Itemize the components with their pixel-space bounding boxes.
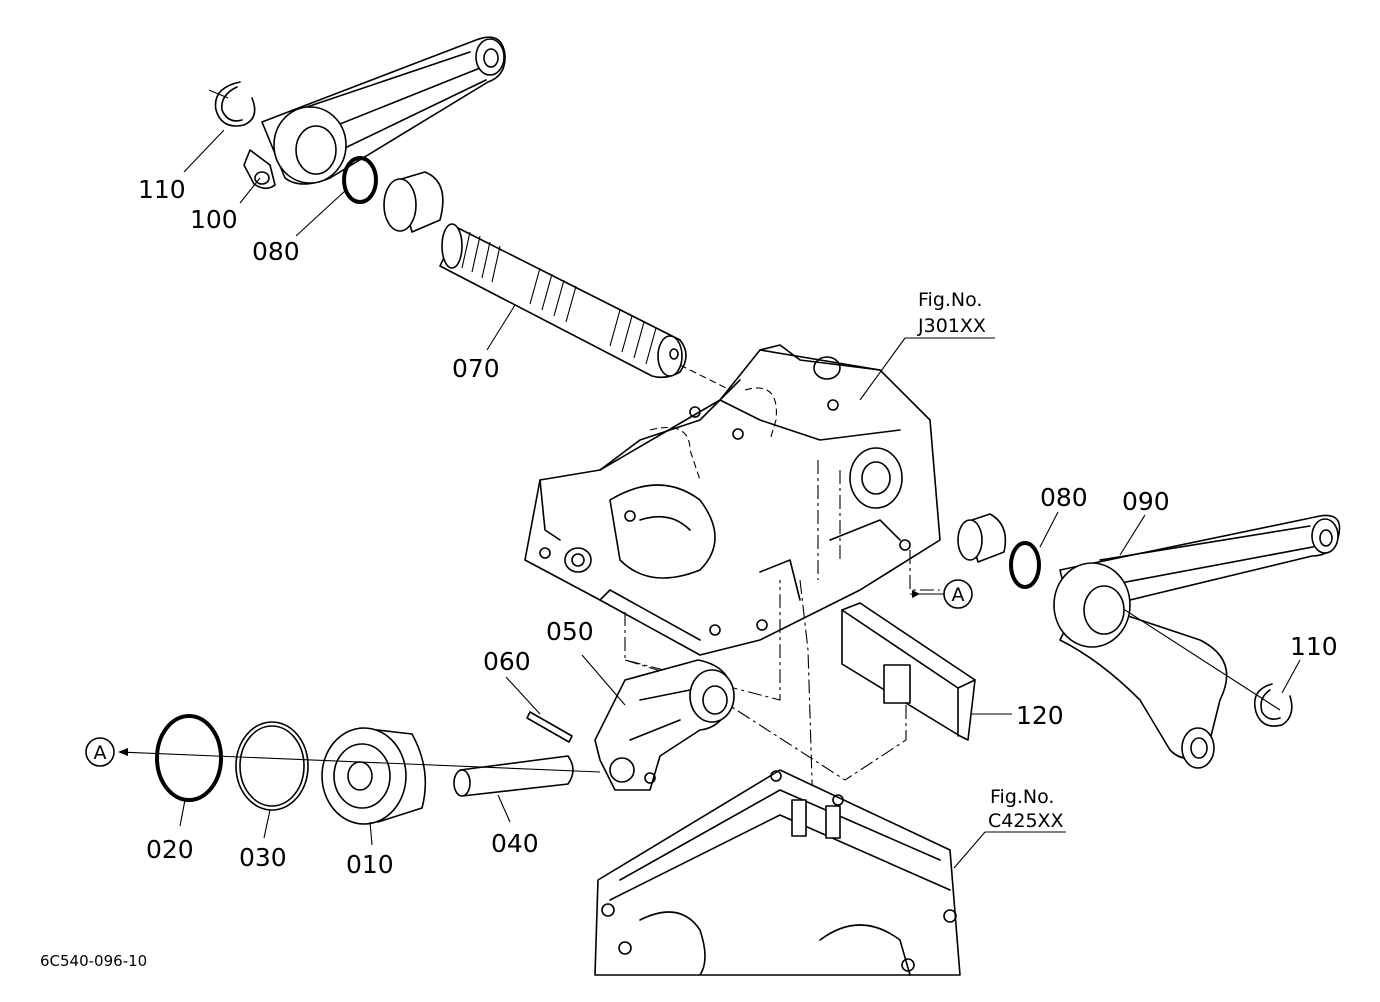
label-050: 050 (546, 617, 594, 646)
upper-fig-code: J301XX (917, 315, 986, 337)
label-100: 100 (190, 205, 238, 234)
label-030: 030 (239, 843, 287, 872)
plate-120 (841, 602, 976, 741)
rod-040 (453, 755, 574, 797)
snap-ring-110-right (1253, 683, 1293, 727)
lever-050 (594, 659, 735, 791)
label-020: 020 (146, 835, 194, 864)
pin-060 (526, 711, 573, 743)
label-040: 040 (491, 829, 539, 858)
bushing-right (957, 513, 1007, 563)
lower-fig-label: Fig.No. (990, 786, 1054, 808)
upper-fig-label: Fig.No. (918, 289, 982, 311)
lift-arm-left (243, 36, 506, 190)
label-110-top: 110 (138, 175, 186, 204)
o-ring-020 (155, 714, 223, 802)
piston-010 (321, 727, 427, 825)
lift-shaft-070 (439, 223, 687, 379)
hydraulic-housing (524, 344, 941, 656)
transmission-case (594, 769, 961, 976)
drawing-code: 6C540-096-10 (40, 952, 147, 970)
label-060: 060 (483, 647, 531, 676)
bushing-top (383, 171, 444, 233)
marker-a-right: A (910, 579, 973, 609)
backup-ring-030 (235, 721, 309, 811)
o-ring-080-top (342, 156, 378, 204)
lift-arm-right-090 (1053, 514, 1341, 769)
label-090: 090 (1122, 487, 1170, 516)
label-070: 070 (452, 354, 500, 383)
o-ring-080-right (1009, 541, 1041, 589)
lower-fig-code: C425XX (988, 810, 1064, 832)
label-080-right: 080 (1040, 483, 1088, 512)
label-110-right: 110 (1290, 632, 1338, 661)
marker-a-left: A (85, 737, 115, 767)
label-120: 120 (1016, 701, 1064, 730)
snap-ring-110-top (214, 81, 256, 127)
label-080-top: 080 (252, 237, 300, 266)
label-010: 010 (346, 850, 394, 879)
marker-a-left-text: A (94, 742, 107, 764)
marker-a-right-text: A (952, 584, 965, 606)
